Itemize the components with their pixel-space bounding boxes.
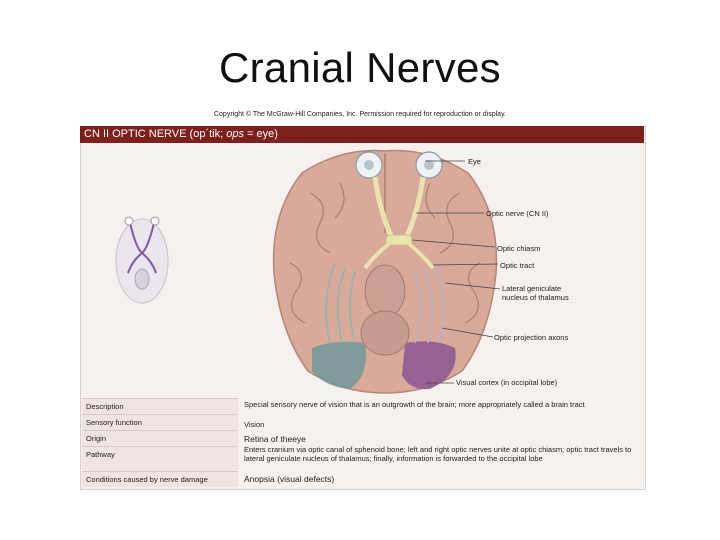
header-bar bbox=[80, 126, 644, 143]
label-lgn-line1: Lateral geniculate bbox=[502, 284, 562, 293]
leader-lines bbox=[411, 160, 501, 384]
table-row-value-pathway: Enters cranium via optic canal of spheno… bbox=[244, 445, 632, 463]
label-lgn-line2: nucleus of thalamus bbox=[502, 293, 569, 302]
header-suffix: = eye) bbox=[243, 128, 278, 140]
table-row-label-description: Description bbox=[82, 398, 238, 414]
table-row-label-sensory: Sensory function bbox=[82, 414, 238, 430]
brain-diagram bbox=[115, 149, 501, 394]
table-row-label-pathway: Pathway bbox=[82, 446, 238, 471]
label-projection-axons: Optic projection axons bbox=[494, 333, 569, 342]
header-title: CN II OPTIC NERVE (op´tik; ops = eye) bbox=[84, 128, 278, 140]
label-lgn: Lateral geniculate nucleus of thalamus bbox=[502, 284, 569, 302]
copyright-notice: Copyright © The McGraw-Hill Companies, I… bbox=[213, 111, 506, 118]
label-visual-cortex: Visual cortex (in occipital lobe) bbox=[456, 378, 558, 387]
label-optic-chiasm: Optic chiasm bbox=[497, 244, 541, 253]
label-optic-nerve: Optic nerve (CN II) bbox=[486, 209, 549, 218]
table-row-label-origin: Origin bbox=[82, 430, 238, 446]
label-eye: Eye bbox=[468, 157, 481, 166]
table-row-value-sensory: Vision bbox=[244, 420, 265, 429]
table-row-label-conditions: Conditions caused by nerve damage bbox=[82, 471, 238, 487]
table-row-value-origin: Retina of theeye bbox=[244, 434, 306, 444]
main-brain bbox=[272, 149, 498, 394]
table-row-value-description: Special sensory nerve of vision that is … bbox=[244, 400, 585, 409]
inset-brain bbox=[115, 216, 169, 304]
slide-title: Cranial Nerves bbox=[219, 44, 501, 91]
table-row-value-conditions: Anopsia (visual defects) bbox=[244, 474, 335, 484]
optic-pathway bbox=[355, 151, 443, 270]
label-optic-tract: Optic tract bbox=[500, 261, 535, 270]
header-ops: ops bbox=[226, 128, 244, 140]
header-prefix: CN II OPTIC NERVE (op´tik; bbox=[84, 128, 227, 140]
